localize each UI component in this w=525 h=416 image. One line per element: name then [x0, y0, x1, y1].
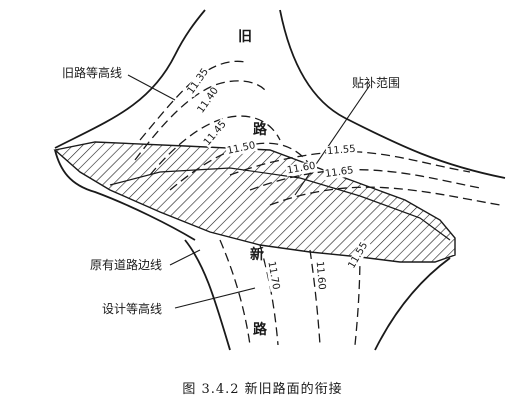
road-char-xin: 新: [250, 247, 264, 263]
contour-1160: [249, 169, 481, 191]
contour-1165: [269, 186, 501, 206]
contour-1140: [134, 80, 266, 161]
label-patch-area: 贴补范围: [352, 76, 401, 90]
label-existing-road-edge: 原有道路边线: [90, 258, 163, 272]
leader-old-contour: [127, 74, 176, 101]
contour-extra: [219, 239, 251, 346]
road-char-lu-bottom: 路: [253, 322, 267, 338]
patch-inner-band: [109, 167, 451, 241]
contour-1155b: [354, 251, 361, 346]
contour-1145: [149, 115, 281, 176]
design-contours: [219, 239, 361, 346]
leader-patch-area: [294, 84, 371, 196]
old-road-left-edge: [54, 9, 206, 149]
contour-1170: [259, 244, 279, 346]
label-design-contour: 设计等高线: [102, 302, 163, 316]
old-road-bottom-edge: [54, 149, 196, 241]
leader-design-contour: [174, 287, 256, 309]
road-char-lu-top: 路: [253, 122, 267, 138]
leader-lines: [127, 74, 371, 309]
patch-area-hatch: [53, 141, 456, 263]
contour-1135: [139, 60, 246, 141]
leader-existing-edge: [169, 249, 201, 266]
contour-1155: [229, 151, 471, 176]
old-road-right-edge: [279, 9, 506, 179]
road-char-jiu: 旧: [238, 29, 252, 45]
new-road-left-edge: [184, 239, 231, 351]
label-old-road-contour: 旧路等高线: [62, 66, 123, 80]
new-road-right-edge: [374, 257, 451, 351]
figure-caption: 图 3.4.2 新旧路面的衔接: [182, 382, 343, 397]
contour-1160b: [309, 249, 321, 346]
